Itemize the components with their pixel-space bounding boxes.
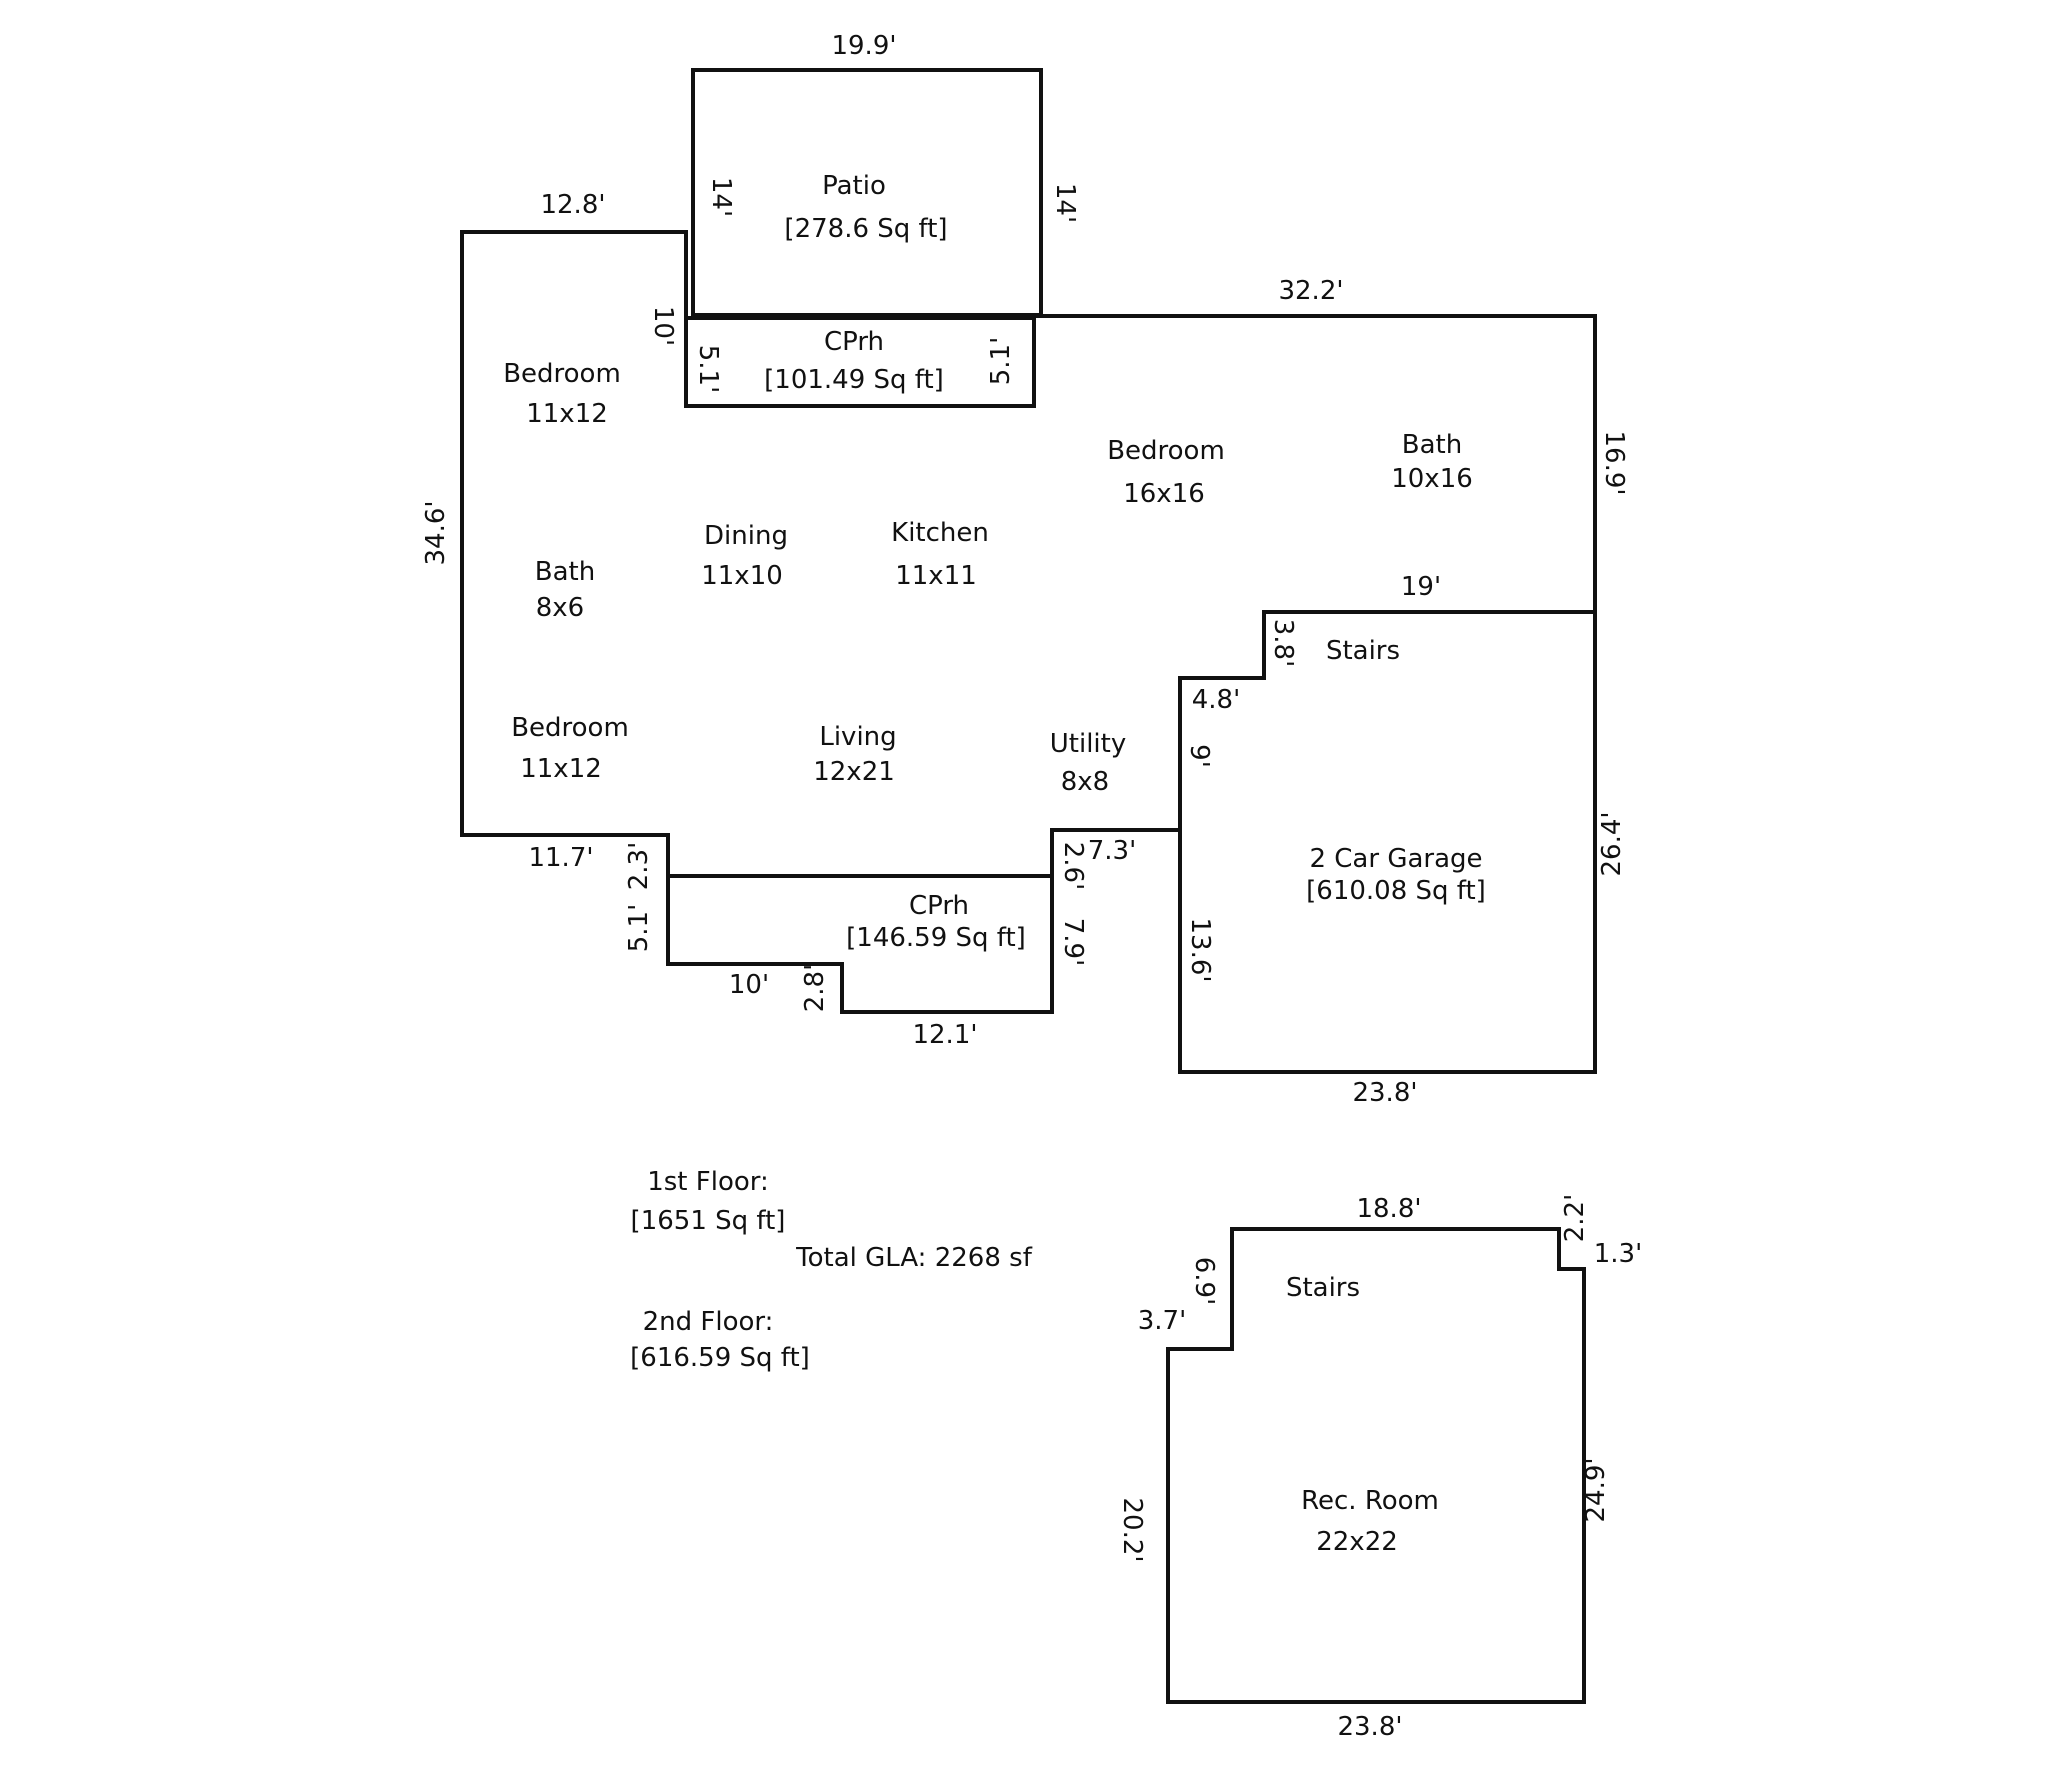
bedroom-e-name: Bedroom <box>1107 436 1225 466</box>
cprh-top-name: CPrh <box>824 327 884 357</box>
dim-2f-top: 18.8' <box>1356 1194 1421 1224</box>
dim-patio-left: 14' <box>706 177 736 217</box>
bath-w-name: Bath <box>535 557 595 587</box>
dim-porch-left: 5.1' <box>624 904 654 953</box>
dim-2f-bottom: 23.8' <box>1337 1712 1402 1742</box>
second-floor-outline <box>1166 1227 1586 1704</box>
bath-w-size: 8x6 <box>536 593 584 623</box>
stairs-1f-name: Stairs <box>1326 636 1400 666</box>
dim-2f-notch-2-2: 2.2' <box>1560 1194 1590 1243</box>
dim-garage-step: 4.8' <box>1192 685 1241 715</box>
dim-step-2-3: 2.3' <box>624 842 654 891</box>
first-floor-area: [1651 Sq ft] <box>631 1206 786 1236</box>
patio-name: Patio <box>822 171 886 201</box>
rec-room-size: 22x22 <box>1316 1527 1398 1557</box>
dim-garage-top: 19' <box>1401 572 1441 602</box>
dim-bath-right: 16.9' <box>1599 430 1629 495</box>
dim-garage-left-low: 13.6' <box>1185 917 1215 982</box>
bath-e-size: 10x16 <box>1391 464 1473 494</box>
main-house-right-outline <box>1034 314 1597 612</box>
dim-bottom-left: 11.7' <box>528 843 593 873</box>
dim-porch-bottom: 12.1' <box>912 1020 977 1050</box>
patio-outline <box>691 68 1043 317</box>
dim-2f-notch-1-3: 1.3' <box>1594 1239 1643 1269</box>
patio-area: [278.6 Sq ft] <box>784 214 947 244</box>
dim-cprh-left: 5.1' <box>693 345 723 394</box>
dim-porch-right-7-9: 7.9' <box>1058 918 1088 967</box>
dim-patio-top: 19.9' <box>831 31 896 61</box>
cprh-top-outline <box>684 316 1036 408</box>
cprh-bottom-name: CPrh <box>909 891 969 921</box>
garage-area: [610.08 Sq ft] <box>1306 876 1486 906</box>
dim-house-top-right: 32.2' <box>1278 276 1343 306</box>
bedroom-nw-size: 11x12 <box>526 399 608 429</box>
living-name: Living <box>819 722 896 752</box>
dim-2f-right: 24.9' <box>1581 1457 1611 1522</box>
dining-size: 11x10 <box>701 561 783 591</box>
stairs-2f-name: Stairs <box>1286 1273 1360 1303</box>
dim-util-bottom: 7.3' <box>1088 836 1137 866</box>
dim-patio-right: 14' <box>1050 183 1080 223</box>
dim-garage-bottom: 23.8' <box>1352 1078 1417 1108</box>
cprh-top-area: [101.49 Sq ft] <box>764 365 944 395</box>
dim-house-top-left: 12.8' <box>540 190 605 220</box>
bedroom-e-size: 16x16 <box>1123 479 1205 509</box>
second-floor-area: [616.59 Sq ft] <box>630 1343 810 1373</box>
dim-2f-step-3-7: 3.7' <box>1138 1306 1187 1336</box>
dim-garage-9: 9' <box>1184 744 1214 768</box>
dim-porch-bottom-left: 10' <box>729 970 769 1000</box>
rec-room-name: Rec. Room <box>1301 1486 1439 1516</box>
garage-name: 2 Car Garage <box>1309 844 1482 874</box>
dim-cprh-right: 5.1' <box>986 337 1016 386</box>
main-house-outline <box>460 230 1180 878</box>
dim-2f-left: 20.2' <box>1117 1497 1147 1562</box>
bedroom-sw-name: Bedroom <box>511 713 629 743</box>
utility-name: Utility <box>1050 729 1126 759</box>
garage-outline <box>1178 610 1597 1074</box>
first-floor-label: 1st Floor: <box>647 1167 769 1197</box>
dim-2f-stairs-side: 6.9' <box>1189 1257 1219 1306</box>
utility-size: 8x8 <box>1061 767 1109 797</box>
cprh-bottom-outline <box>666 876 1054 1014</box>
dim-garage-right: 26.4' <box>1597 811 1627 876</box>
dining-name: Dining <box>704 521 788 551</box>
total-gla: Total GLA: 2268 sf <box>795 1243 1033 1273</box>
second-floor-label: 2nd Floor: <box>643 1307 774 1337</box>
dim-porch-right-2-6: 2.6' <box>1058 842 1088 891</box>
kitchen-size: 11x11 <box>895 561 977 591</box>
dim-house-left: 34.6' <box>421 500 451 565</box>
living-size: 12x21 <box>813 757 895 787</box>
cprh-bottom-area: [146.59 Sq ft] <box>846 923 1026 953</box>
bedroom-nw-name: Bedroom <box>503 359 621 389</box>
dim-porch-step: 2.8' <box>800 964 830 1013</box>
bath-e-name: Bath <box>1402 430 1462 460</box>
bedroom-sw-size: 11x12 <box>520 754 602 784</box>
kitchen-name: Kitchen <box>891 518 989 548</box>
dim-stairs-step: 3.8' <box>1268 619 1298 668</box>
dim-notch-10: 10' <box>648 306 678 346</box>
